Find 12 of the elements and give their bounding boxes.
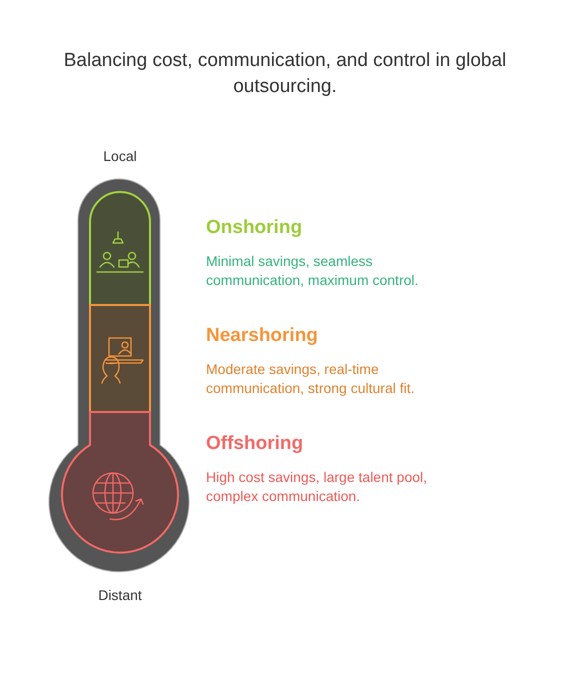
level-heading: Nearshoring bbox=[206, 324, 319, 348]
thermometer-segment bbox=[61, 411, 179, 554]
level-heading: Onshoring bbox=[206, 216, 304, 240]
title: Balancing cost, communication, and control in global outsourcing. bbox=[62, 49, 508, 99]
scale-label: Distant bbox=[97, 586, 143, 605]
level-description: High cost savings, large talent pool, complex communication. bbox=[206, 468, 428, 506]
scale-label: Local bbox=[102, 147, 138, 166]
level-description: Moderate savings, real-time communication, strong cultural fit. bbox=[206, 360, 416, 398]
level-heading: Offshoring bbox=[206, 432, 304, 456]
level-description: Minimal savings, seamless communication, maximum control. bbox=[206, 252, 420, 290]
thermometer-segment bbox=[89, 191, 151, 306]
thermometer-segment bbox=[89, 304, 151, 413]
